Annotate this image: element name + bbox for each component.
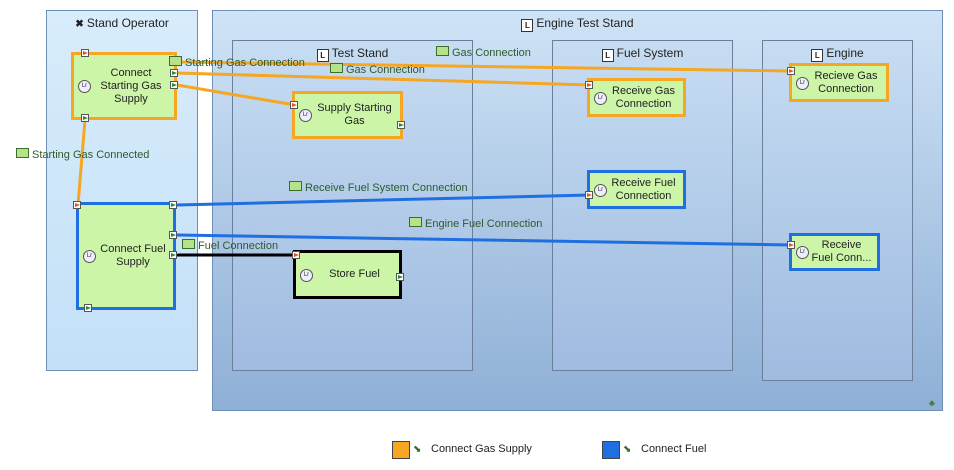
legend-swatch-fuel <box>602 441 620 459</box>
input-pin[interactable] <box>787 241 795 249</box>
action-receive-fuel-connection-fuel-system[interactable]: Lr Receive Fuel Connection <box>587 170 686 209</box>
flow-label-starting-gas-connected[interactable]: Starting Gas Connected <box>16 148 149 161</box>
object-flow-icon <box>169 56 182 66</box>
flow-label-gas-connection[interactable]: Gas Connection <box>330 63 425 76</box>
gas-flow-starting-gas-connected <box>76 118 87 207</box>
partition-title: Test Stand <box>331 46 389 60</box>
object-flow-icon <box>409 217 422 227</box>
legend-label-fuel: Connect Fuel <box>641 443 707 455</box>
object-flow-icon <box>289 181 302 191</box>
actor-icon: 🞮 <box>75 16 84 30</box>
lane-title-operator: 🞮 Stand Operator <box>75 16 169 30</box>
output-pin[interactable] <box>397 121 405 129</box>
gas-flow-supply <box>175 83 297 107</box>
output-pin[interactable] <box>170 69 178 77</box>
output-pin[interactable] <box>84 304 92 312</box>
partition-title: Engine <box>826 46 864 60</box>
input-pin[interactable] <box>290 101 298 109</box>
flow-label-gas-connection-top[interactable]: Gas Connection <box>436 46 531 59</box>
legend-flow-icon: ⬊ <box>623 444 632 455</box>
block-icon: L <box>811 49 824 62</box>
block-icon: L <box>316 49 329 62</box>
action-store-fuel[interactable]: Lr Store Fuel <box>293 250 402 299</box>
action-icon: Lr <box>78 80 91 93</box>
block-icon: L <box>601 49 614 62</box>
output-pin[interactable] <box>169 231 177 239</box>
input-pin[interactable] <box>81 49 89 57</box>
object-flow-icon <box>16 148 29 158</box>
diagram-corner-icon[interactable]: ♣ <box>929 398 935 408</box>
input-pin[interactable] <box>585 191 593 199</box>
block-icon: L <box>521 19 534 32</box>
action-icon: Lr <box>796 76 809 90</box>
object-flow-icon <box>182 239 195 249</box>
action-supply-starting-gas[interactable]: Lr Supply Starting Gas <box>292 91 403 139</box>
flow-label-receive-fuel-system-connection[interactable]: Receive Fuel System Connection <box>289 181 468 194</box>
output-pin[interactable] <box>396 273 404 281</box>
output-pin[interactable] <box>169 201 177 209</box>
partition-title: Fuel System <box>616 46 684 60</box>
legend-flow-icon: ⬊ <box>413 444 422 455</box>
input-pin[interactable] <box>73 201 81 209</box>
action-icon: Lr <box>594 183 607 197</box>
action-receive-gas-connection-engine[interactable]: Lr Recieve Gas Connection <box>789 63 889 102</box>
fuel-flow-receive-fuel-system <box>175 193 592 207</box>
input-pin[interactable] <box>787 67 795 75</box>
input-pin[interactable] <box>292 251 300 259</box>
action-icon: Lr <box>796 246 809 259</box>
action-icon: Lr <box>299 109 312 122</box>
fuel-flow-engine-fuel-connection <box>175 233 794 247</box>
action-receive-fuel-connection-engine[interactable]: Lr Receive Fuel Conn... <box>789 233 880 271</box>
action-receive-gas-connection-fuel-system[interactable]: Lr Receive Gas Connection <box>587 78 686 117</box>
action-connect-starting-gas-supply[interactable]: Lr Connect Starting Gas Supply <box>71 52 177 120</box>
output-pin[interactable] <box>81 114 89 122</box>
legend-swatch-gas <box>392 441 410 459</box>
action-icon: Lr <box>300 268 313 282</box>
flow-label-fuel-connection[interactable]: Fuel Connection <box>182 239 278 252</box>
action-icon: Lr <box>83 250 96 263</box>
input-pin[interactable] <box>585 81 593 89</box>
legend-label-gas: Connect Gas Supply <box>431 443 532 455</box>
output-pin[interactable] <box>170 81 178 89</box>
flow-label-starting-gas-connection[interactable]: Starting Gas Connection <box>169 56 305 69</box>
output-pin[interactable] <box>169 251 177 259</box>
flow-label-engine-fuel-connection[interactable]: Engine Fuel Connection <box>409 217 542 230</box>
action-connect-fuel-supply[interactable]: Lr Connect Fuel Supply <box>76 202 176 310</box>
action-icon: Lr <box>594 91 607 105</box>
object-flow-icon <box>436 46 449 56</box>
gas-flow-gas-connection <box>175 71 592 87</box>
gas-flow-starting-gas-connection <box>175 60 794 73</box>
object-flow-icon <box>330 63 343 73</box>
